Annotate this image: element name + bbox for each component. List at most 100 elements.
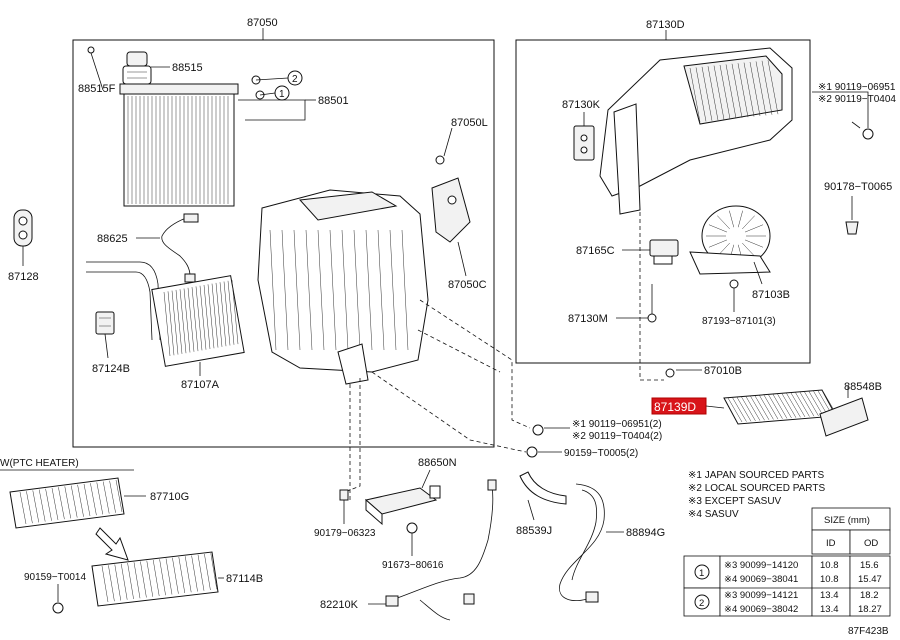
size-row-2-od: 15.47 (858, 574, 882, 585)
resistor-87165c (649, 239, 679, 265)
label-90178: 90178−T0065 (824, 181, 892, 193)
label-87139d[interactable]: 87139D (654, 400, 696, 414)
label-87130k: 87130K (562, 99, 601, 111)
label-90159-t0005: 90159−T0005(2) (564, 448, 638, 459)
note-3: ※3 EXCEPT SASUV (688, 496, 782, 507)
blower-motor-87103b (689, 205, 771, 275)
size-table-title: SIZE (mm) (824, 515, 870, 526)
size-table-ref-1: 1 (699, 568, 704, 579)
blower-case-87130d (599, 47, 793, 215)
hose-88539j (519, 471, 567, 505)
size-row-4-od: 18.27 (858, 604, 882, 615)
size-row-4-id: 13.4 (820, 604, 839, 615)
dash-housing-right (417, 329, 501, 373)
clip-90179 (339, 489, 349, 524)
size-row-4-part: ※4 90069−38042 (724, 604, 798, 615)
leader-87103b (753, 261, 763, 285)
label-87193: 87193−87101(3) (702, 316, 776, 327)
label-90119-top-2: ※2 90119−T0404 (818, 94, 896, 105)
label-88501: 88501 (318, 95, 349, 107)
ac-amplifier-88650n (364, 485, 441, 526)
filter-cover-88548b (819, 397, 869, 437)
label-88894g: 88894G (626, 527, 665, 539)
size-table-col-id: ID (826, 538, 836, 549)
screw-91673 (406, 522, 418, 556)
dash-to-90159 (371, 371, 527, 453)
clip-90159-t0005 (526, 446, 538, 458)
right-assembly-label: 87130D (646, 19, 685, 31)
size-table: SIZE (mm) ID OD 1 2 ※3 90099−14120 10.8 … (683, 507, 891, 617)
leader-circle2 (255, 77, 289, 81)
size-row-1-id: 10.8 (820, 560, 839, 571)
hvac-housing-left (257, 189, 429, 385)
label-88650n: 88650N (418, 457, 457, 469)
bolt-90119-top (851, 121, 874, 140)
size-row-2-id: 10.8 (820, 574, 839, 585)
label-87710g: 87710G (150, 491, 189, 503)
bolt-88515f (87, 46, 104, 91)
leader-87139d (705, 405, 725, 409)
svg-text:2: 2 (292, 74, 298, 85)
left-assembly-frame (72, 39, 495, 448)
leader-87050l (443, 127, 453, 157)
grommet-87128 (13, 209, 33, 247)
size-row-3-id: 13.4 (820, 590, 839, 601)
evaporator-88501 (119, 83, 239, 207)
label-82210k: 82210K (320, 599, 359, 611)
leader-88501-bracket (238, 99, 306, 121)
ptc-heater-header: W(PTC HEATER) (0, 458, 79, 469)
dash-to-90119-mid (419, 299, 531, 429)
label-88625: 88625 (97, 233, 128, 245)
screw-87193 (729, 279, 739, 312)
label-87128: 87128 (8, 271, 39, 283)
leader-88650n (421, 469, 431, 489)
heater-core-87107a (86, 261, 245, 367)
note-4: ※4 SASUV (688, 509, 739, 520)
label-87107a: 87107A (181, 379, 220, 391)
clamp-87124b (95, 311, 115, 335)
screw-90159-t0014 (52, 584, 64, 614)
screw-87130m (647, 284, 657, 323)
label-90159-t0014: 90159−T0014 (24, 572, 86, 583)
leader-87124b (104, 333, 109, 359)
pipe-88894g (559, 483, 605, 603)
label-90119-top-1: ※1 90119−06951 (818, 82, 896, 93)
figure-code: 87F423B (848, 626, 889, 637)
size-row-3-part: ※3 90099−14121 (724, 590, 798, 601)
label-87114b: 87114B (226, 573, 263, 585)
size-row-3-od: 18.2 (860, 590, 879, 601)
note-2: ※2 LOCAL SOURCED PARTS (688, 483, 825, 494)
arrow-down-icon (95, 527, 129, 561)
label-88539j: 88539J (516, 525, 552, 537)
size-row-2-part: ※4 90069−38041 (724, 574, 798, 585)
ptc-heater-87114b (91, 551, 219, 607)
label-90119-mid-1: ※1 90119−06951(2) (572, 419, 662, 430)
size-row-1-part: ※3 90099−14120 (724, 560, 798, 571)
label-91673: 91673−80616 (382, 560, 444, 571)
leader-90119-top (812, 91, 869, 128)
label-87165c: 87165C (576, 245, 615, 257)
dash-to-87010b (639, 212, 664, 381)
label-90119-mid-2: ※2 90119−T0404(2) (572, 431, 662, 442)
svg-text:1: 1 (279, 89, 285, 100)
leader-circle1 (259, 92, 276, 96)
leader-88539j (527, 499, 535, 521)
label-87103b: 87103B (752, 289, 790, 301)
grommet-90178 (845, 221, 859, 235)
bolt-87050l (435, 155, 445, 165)
thermistor-88625 (161, 213, 199, 283)
label-87124b: 87124B (92, 363, 130, 375)
left-assembly-label: 87050 (247, 17, 278, 29)
highlight-87139d[interactable]: 87139D (651, 397, 707, 415)
label-87050c: 87050C (448, 279, 487, 291)
right-assembly-frame (515, 39, 811, 364)
air-filter-87139d (723, 389, 837, 425)
part-87130k (573, 125, 595, 161)
leader-87050c (457, 241, 467, 277)
label-88515f: 88515F (78, 83, 116, 95)
label-88515: 88515 (172, 62, 203, 74)
ref-circle-2: 2 (287, 70, 303, 86)
label-90179: 90179−06323 (314, 528, 376, 539)
size-table-ref-2: 2 (699, 598, 704, 609)
